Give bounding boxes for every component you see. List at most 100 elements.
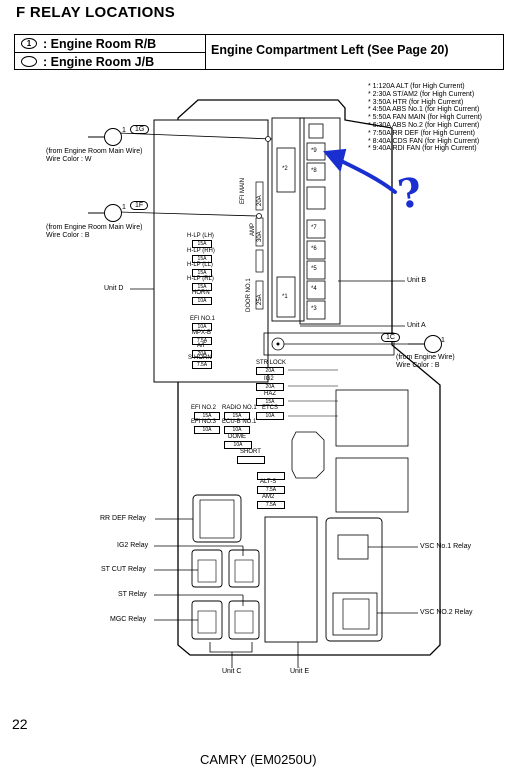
unit-a-label: Unit A <box>407 322 426 329</box>
annotation-arrowhead <box>323 148 347 173</box>
unit-b-slot-top <box>308 123 324 139</box>
fuse-value: 7.5A <box>257 486 285 494</box>
unit-b-slot-label: *3 <box>311 306 317 312</box>
fuse-value: 15A <box>194 412 220 420</box>
st-relay-label: ST Relay <box>118 591 147 598</box>
fuse-name: SHORT <box>240 449 261 455</box>
vsc1-relay-label: VSC No.1 Relay <box>420 543 471 550</box>
fuse-value: 15A <box>192 240 212 248</box>
fuse-name: ECU-B NO.1 <box>222 419 257 425</box>
fuse-value: 15A <box>192 269 212 277</box>
short-pin <box>237 456 265 464</box>
st-cut-relay-frame <box>191 549 223 588</box>
vsc-relay-frame <box>325 517 383 642</box>
amp-label: AMP <box>250 222 256 236</box>
legend-key: 1 : Engine Room R/B : Engine Room J/B <box>15 35 206 69</box>
unit-b-slot-label: *4 <box>311 286 317 292</box>
unit-a-slot-label: *1 <box>282 294 288 300</box>
unit-b-slot <box>306 260 326 280</box>
fuse-name: EFI NO.3 <box>191 419 217 425</box>
fuse-value: 7.5A <box>192 337 212 345</box>
fuse-value: 10A <box>224 426 250 434</box>
vertical-fuse <box>255 181 264 211</box>
fuse-name: RADIO NO.1 <box>222 405 257 411</box>
numbered-circle-icon: 1 <box>21 38 37 49</box>
rb-label: : Engine Room R/B <box>43 36 157 51</box>
legend-line: * 3:50A HTR (for High Current) <box>368 98 464 106</box>
fuse-name: DOME <box>228 434 246 440</box>
fuse-box-housing <box>177 99 441 656</box>
legend-line: * 1:120A ALT (for High Current) <box>368 83 465 90</box>
fuse-value: 7.5A <box>192 361 212 369</box>
ig2-relay-label: IG2 Relay <box>117 542 149 549</box>
legend-line: * 8:40A CDS FAN (for High Current) <box>368 137 480 145</box>
unit-d-label: Unit D <box>104 285 124 292</box>
legend-line: * 4:50A ABS No.1 (for High Current) <box>368 106 480 114</box>
unit-b-slot-label: *8 <box>311 168 317 174</box>
fuse-value: 10A <box>224 441 252 449</box>
unit-b-slot <box>306 240 326 260</box>
connector-1g-note: (from Engine Room Main Wire) Wire Color … <box>46 148 143 163</box>
fuse-name: H-LP (LH) <box>187 233 214 239</box>
connector-1c-label: 1C <box>381 333 400 342</box>
fuse-name: H-LP (RL) <box>187 276 214 282</box>
unit-a-slot <box>276 147 296 193</box>
fuse-value: 30A <box>257 231 263 242</box>
rr-def-relay-label: RR DEF Relay <box>100 515 146 522</box>
fuse-name: H-LP (LL) <box>187 262 213 268</box>
legend-line: * 9:40A RDI FAN (for High Current) <box>368 145 477 153</box>
oval-icon <box>21 56 37 67</box>
fuse-name: S-HORN <box>188 355 212 361</box>
legend-line: * 6:30A ABS No.2 (for High Current) <box>368 121 480 129</box>
legend-line: * 2:30A ST/AM2 (for High Current) <box>368 90 475 98</box>
connector-1f-label: 1F <box>130 201 149 210</box>
pin-number: 1 <box>441 337 445 344</box>
connector-1f-note: (from Engine Room Main Wire) Wire Color … <box>46 224 143 239</box>
pin-number: 1 <box>122 204 126 211</box>
connector-1g-label: 1G <box>130 125 150 134</box>
fuse-name: EFI NO.1 <box>190 316 216 322</box>
legend-key-rb: 1 : Engine Room R/B <box>15 35 205 52</box>
fuse-value: 10A <box>194 426 220 434</box>
unit-b-slot-label: *6 <box>311 246 317 252</box>
fuse-value: 7.5A <box>257 501 285 509</box>
fuse-name: HAZ <box>264 391 276 397</box>
terminal-1g <box>265 136 271 142</box>
fuse-value: 15A <box>192 283 212 291</box>
fuse-value: 20A <box>256 367 284 375</box>
fuse-name: EFI NO.2 <box>191 405 217 411</box>
connector-icon <box>104 204 122 222</box>
vsc1-relay-socket <box>337 534 369 560</box>
unit-e-label: Unit E <box>290 668 310 675</box>
fuse-name: A/F <box>197 343 207 349</box>
fuse-name: HORN <box>192 290 210 296</box>
unit-b-slot <box>306 162 326 181</box>
fuse-name: H-LP (RH) <box>187 248 215 254</box>
st-cut-relay-label: ST CUT Relay <box>101 566 146 573</box>
fuse-value: 15A <box>224 412 250 420</box>
unit-b-slot <box>306 280 326 300</box>
page-footer: CAMRY (EM0250U) <box>200 752 317 767</box>
vertical-fuse <box>255 249 264 273</box>
unit-a-slot <box>276 276 296 318</box>
location-header: 1 : Engine Room R/B : Engine Room J/B En… <box>14 34 504 70</box>
legend-line: * 7:50A RR DEF (for High Current) <box>368 129 475 137</box>
unit-b-label: Unit B <box>407 277 427 284</box>
pin-number: 1 <box>122 127 126 134</box>
mgc-relay-label: MGC Relay <box>110 616 147 623</box>
unit-b-slot <box>306 186 326 210</box>
fuse-value: 25A <box>257 294 263 305</box>
unit-b-frame <box>299 117 341 325</box>
door-label: DOOR NO.1 <box>246 278 252 312</box>
fuse-legend: * 1:120A ALT (for High Current) * 2:30A … <box>368 83 482 153</box>
vertical-fuse <box>255 280 264 310</box>
location-label: Engine Compartment Left (See Page 20) <box>211 43 449 57</box>
ig2-relay-frame <box>228 549 260 588</box>
fuse-name: MPX-B <box>192 330 212 336</box>
unit-a-frame <box>271 117 305 322</box>
terminal-1f <box>256 213 262 219</box>
fuse-value: 10A <box>256 412 284 420</box>
st-relay-frame <box>228 600 260 640</box>
vsc2-relay-label: VSC NO.2 Relay <box>420 609 473 616</box>
connector-cavity <box>335 457 409 513</box>
